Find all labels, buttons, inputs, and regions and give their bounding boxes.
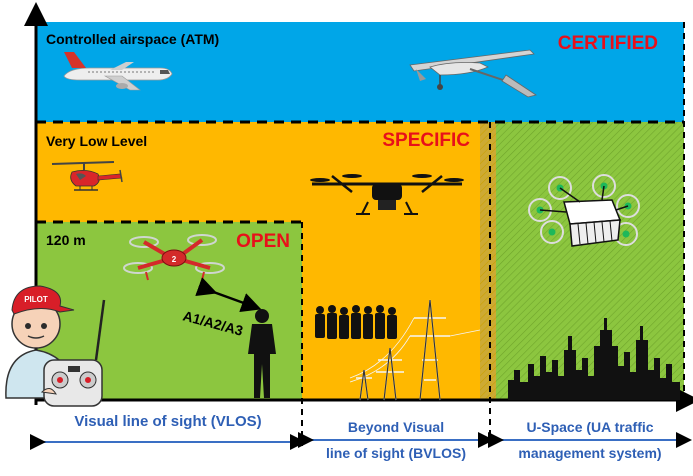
fixed-wing-uav-icon bbox=[409, 49, 537, 98]
quadcopter-icon: 2 bbox=[123, 234, 225, 281]
drone-badge-label: 2 bbox=[172, 255, 177, 264]
helicopter-icon bbox=[51, 161, 123, 191]
uspace-label-line1: U-Space (UA traffic bbox=[526, 419, 653, 435]
cargo-octocopter-icon bbox=[528, 174, 640, 247]
person-silhouette-icon bbox=[248, 309, 276, 398]
open-label: OPEN bbox=[236, 231, 290, 252]
altitude-120m-label: 120 m bbox=[46, 232, 86, 248]
city-skyline-icon bbox=[508, 318, 680, 400]
vlos-label: Visual line of sight (VLOS) bbox=[74, 413, 261, 430]
very-low-level-label: Very Low Level bbox=[46, 133, 147, 149]
uspace-hatch bbox=[496, 122, 684, 400]
distance-arrow bbox=[195, 277, 262, 312]
crowd-icon bbox=[315, 305, 397, 339]
airliner-icon bbox=[63, 52, 173, 91]
controlled-airspace-label: Controlled airspace (ATM) bbox=[46, 31, 219, 47]
bvlos-label-line2: line of sight (BVLOS) bbox=[326, 445, 466, 461]
certified-label: CERTIFIED bbox=[558, 33, 658, 54]
bvlos-label-line1: Beyond Visual bbox=[348, 419, 444, 435]
uspace-label-line2: management system) bbox=[518, 445, 661, 461]
specific-label: SPECIFIC bbox=[382, 130, 470, 151]
pilot-cap-label: PILOT bbox=[24, 295, 48, 304]
hexacopter-icon bbox=[310, 174, 464, 215]
pilot-with-controller-icon: PILOT bbox=[5, 285, 106, 407]
